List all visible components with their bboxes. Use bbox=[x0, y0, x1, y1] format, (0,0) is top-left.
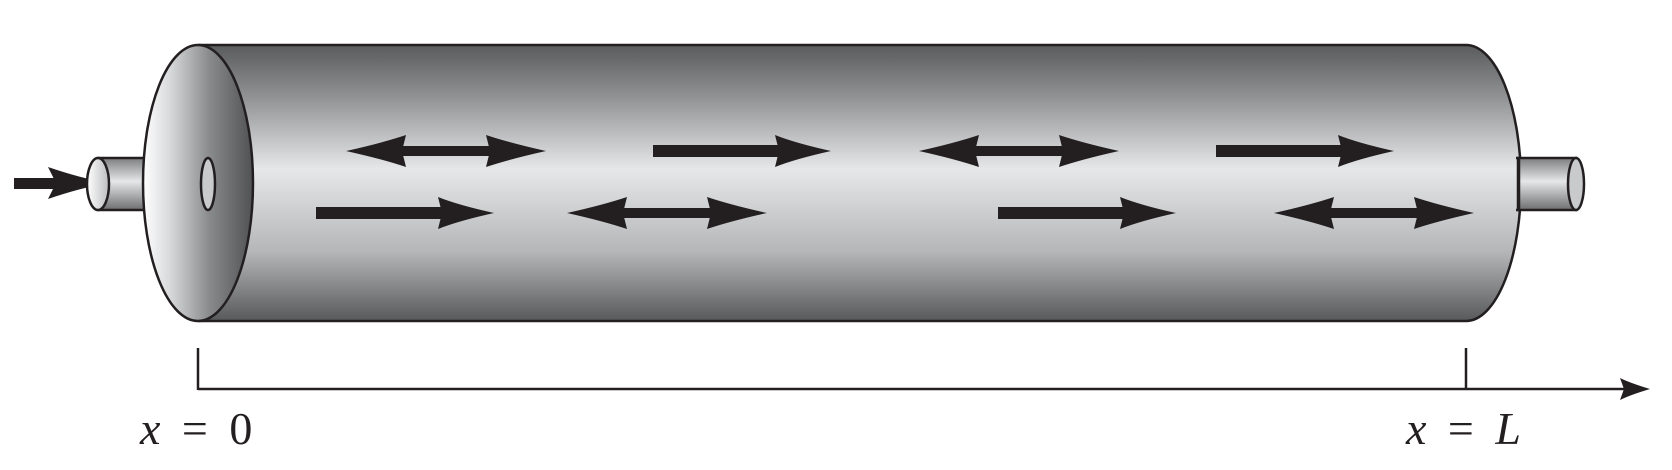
double-arrow-icon bbox=[1274, 197, 1474, 229]
dispersion-arrows-top bbox=[346, 135, 1394, 167]
forward-arrow-icon bbox=[653, 135, 831, 167]
double-arrow-icon bbox=[346, 135, 546, 167]
label-inlet-equals: = bbox=[182, 403, 208, 454]
double-arrow-icon bbox=[919, 135, 1119, 167]
label-outlet-variable: x bbox=[1405, 403, 1427, 454]
forward-arrow-icon bbox=[316, 197, 494, 229]
forward-arrow-icon bbox=[1216, 135, 1394, 167]
reactor-inlet-face bbox=[141, 43, 255, 323]
label-inlet-variable: x bbox=[139, 403, 161, 454]
forward-arrow-icon bbox=[998, 197, 1176, 229]
outlet-tube bbox=[1516, 156, 1586, 212]
axis-arrowhead-icon bbox=[1620, 378, 1650, 400]
reactor-cylinder bbox=[141, 43, 1523, 323]
double-arrow-icon bbox=[567, 197, 767, 229]
label-outlet-value: L bbox=[1494, 403, 1521, 454]
label-outlet-position: x = L bbox=[1405, 403, 1521, 454]
dispersion-arrows-bottom bbox=[316, 197, 1474, 229]
label-inlet-value: 0 bbox=[229, 403, 252, 454]
inlet-flow-arrow-icon bbox=[14, 167, 108, 199]
label-inlet-position: x = 0 bbox=[139, 403, 252, 454]
position-axis bbox=[196, 348, 1650, 400]
label-outlet-equals: = bbox=[1448, 403, 1474, 454]
